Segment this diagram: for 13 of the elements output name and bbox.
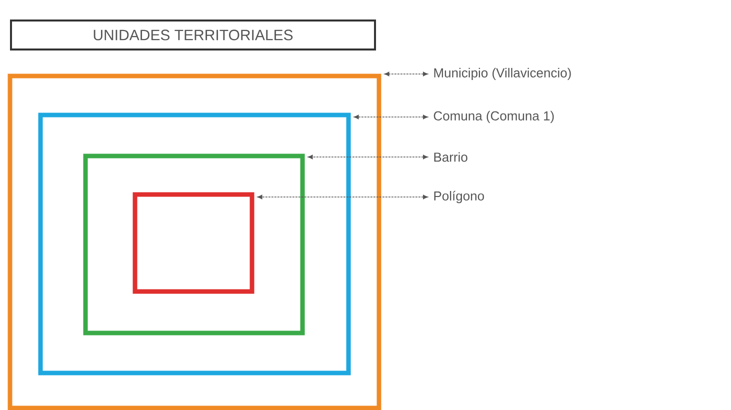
frame (132, 192, 254, 294)
frame (38, 112, 351, 376)
frame (83, 154, 305, 336)
leader-line (308, 154, 428, 160)
unit-label: Municipio (Villavicencio) (434, 68, 571, 80)
title-box: UNIDADES TERRITORIALES (10, 20, 376, 50)
unit-label: Polígono (434, 190, 484, 204)
frame (8, 74, 382, 410)
leader-line (384, 72, 428, 76)
unit-label: Barrio (434, 152, 468, 162)
leader-line (354, 114, 428, 120)
unit-label: Comuna (Comuna 1) (434, 110, 554, 124)
leader-line (257, 194, 428, 200)
